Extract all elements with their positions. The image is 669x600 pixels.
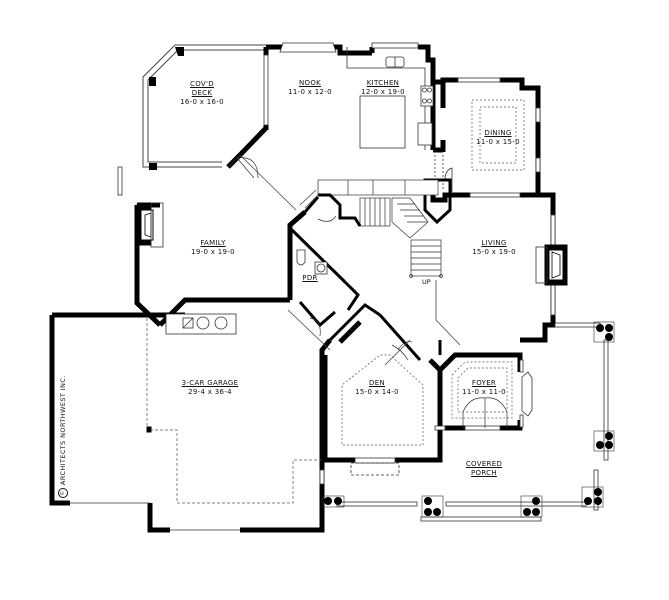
room-label-den: DEN 15-0 x 14-0	[355, 379, 399, 397]
interior-partitions	[239, 154, 461, 366]
room-label-garage: 3-CAR GARAGE 29-4 x 36-4	[182, 379, 239, 397]
porch-columns	[324, 324, 613, 516]
room-label-family: FAMILY 19-0 x 19-0	[191, 239, 235, 257]
garage-name: 3-CAR GARAGE	[181, 379, 239, 387]
garage-dims: 29-4 x 36-4	[188, 388, 232, 396]
copyright-icon: ©	[58, 488, 68, 498]
room-label-foyer: FOYER 11-0 x 11-0	[462, 379, 506, 397]
deck-outline	[142, 44, 266, 168]
pdr-fixtures	[296, 249, 328, 275]
porch-name-line2: PORCH	[471, 469, 497, 477]
stairs-up-label: UP	[422, 278, 431, 286]
family-name: FAMILY	[200, 239, 226, 247]
ceiling-outlines	[341, 354, 513, 446]
room-label-porch: COVERED PORCH	[466, 460, 502, 478]
living-dims: 15-0 x 19-0	[472, 248, 516, 256]
architect-credit-text: ARCHITECTS NORTHWEST INC.	[59, 375, 67, 485]
living-name: LIVING	[481, 239, 507, 247]
den-name: DEN	[369, 379, 385, 387]
foyer-name: FOYER	[471, 379, 497, 387]
nook-name: NOOK	[298, 79, 322, 87]
den-dims: 15-0 x 14-0	[355, 388, 399, 396]
deck-name-line1: COV'D	[190, 80, 214, 88]
room-label-living: LIVING 15-0 x 19-0	[472, 239, 516, 257]
pdr-name: PDR	[302, 274, 318, 282]
living-fireplace	[535, 244, 568, 286]
foyer-dims: 11-0 x 11-0	[462, 388, 506, 396]
garage-equipment	[165, 313, 237, 335]
room-label-pdr: PDR	[302, 274, 317, 283]
family-fireplace	[136, 202, 164, 248]
staircase	[317, 179, 443, 278]
deck-dims: 16-0 x 16-0	[180, 98, 224, 106]
room-label-nook: NOOK 11-0 x 12-0	[288, 79, 332, 97]
door-swings	[236, 157, 508, 428]
garage-dashed-outline	[146, 318, 322, 504]
kitchen-fixtures	[346, 47, 434, 150]
room-label-deck: COV'D DECK 16-0 x 16-0	[180, 80, 224, 107]
kitchen-dims: 12-0 x 19-0	[361, 88, 405, 96]
deck-name-line2: DECK	[191, 89, 213, 97]
room-label-kitchen: KITCHEN 12-0 x 19-0	[361, 79, 405, 97]
dining-tray-ceiling	[471, 99, 525, 171]
room-label-dining: DINING 11-0 x 15-0	[476, 129, 520, 147]
exterior-walls	[49, 44, 556, 533]
interior-walls	[290, 193, 442, 361]
dining-dims: 11-0 x 15-0	[476, 138, 520, 146]
architect-credit: © ARCHITECTS NORTHWEST INC.	[58, 375, 68, 498]
porch-column-bases	[322, 321, 615, 518]
family-dims: 19-0 x 19-0	[191, 248, 235, 256]
nook-dims: 11-0 x 12-0	[288, 88, 332, 96]
dining-name: DINING	[484, 129, 512, 137]
deck-posts	[149, 47, 184, 170]
niche	[423, 178, 452, 225]
porch-name-line1: COVERED	[465, 460, 503, 468]
kitchen-name: KITCHEN	[366, 79, 400, 87]
